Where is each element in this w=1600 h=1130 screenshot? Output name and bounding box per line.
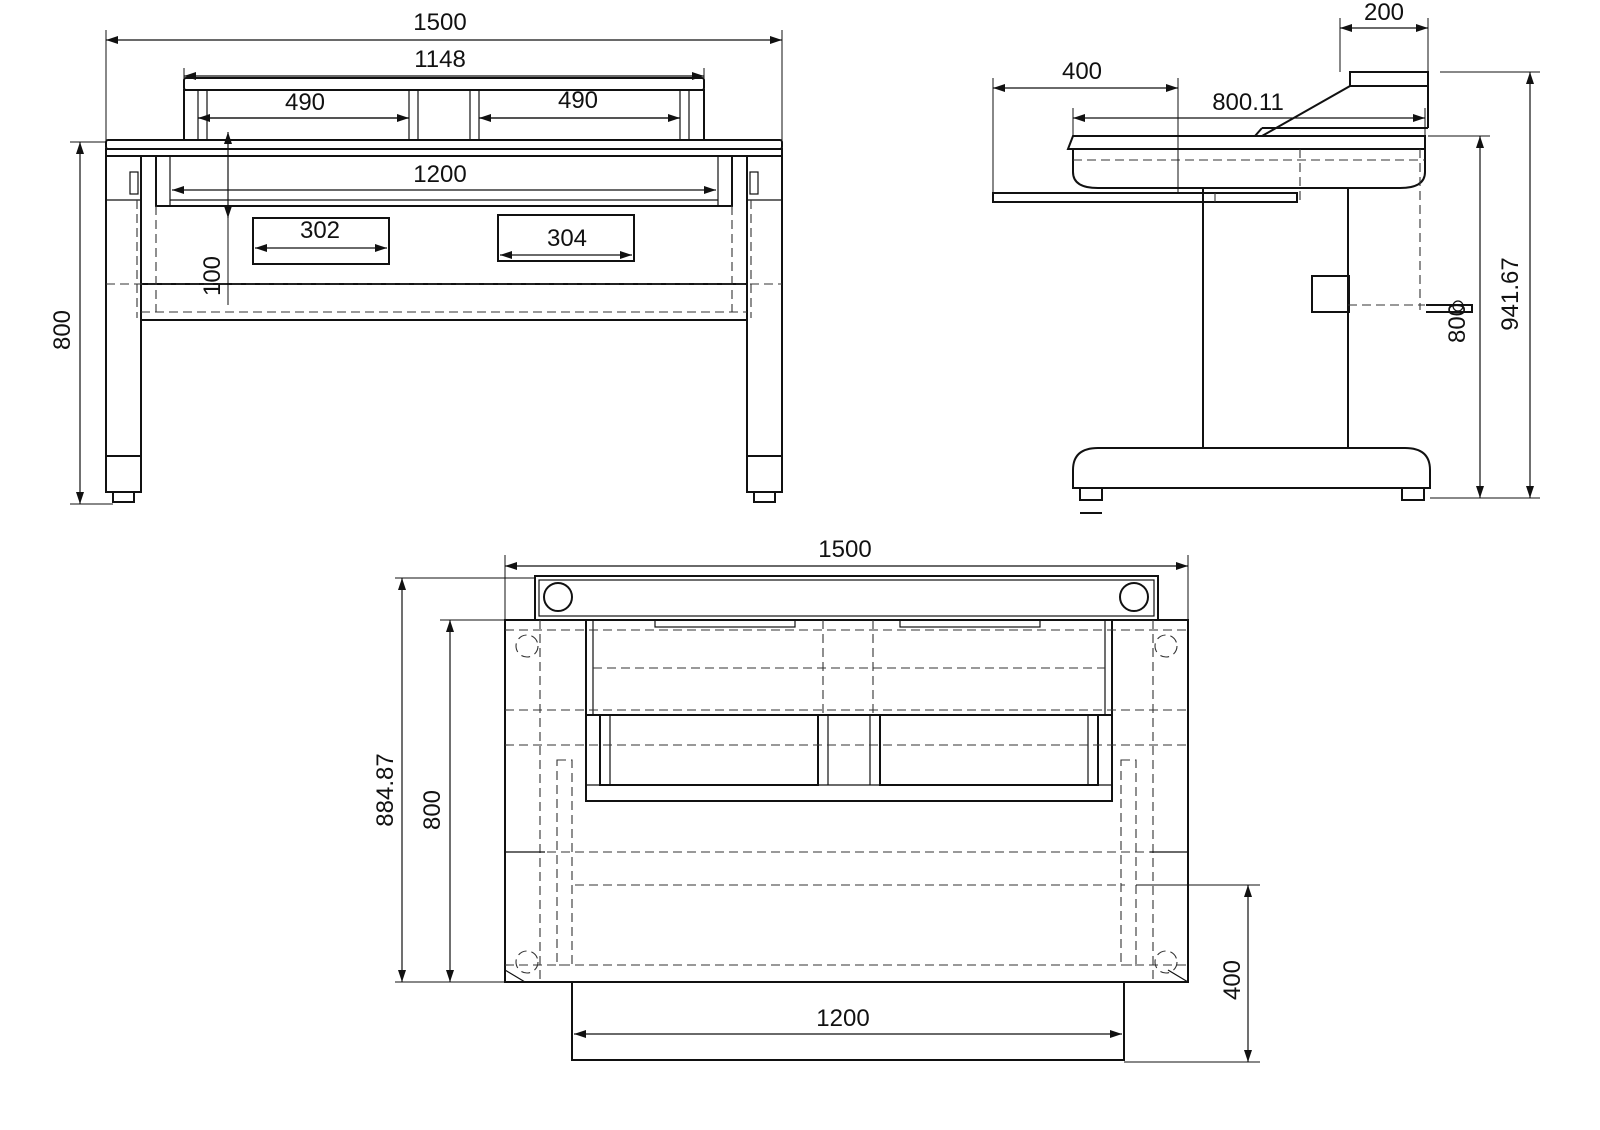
top-view: 1500 1200 884.87 800 400 <box>372 536 1260 1063</box>
front-desktop <box>105 139 783 150</box>
front-keyboard-tray <box>155 155 733 207</box>
front-dim-overall-width: 1500 <box>413 9 466 36</box>
top-dim-total-depth: 884.87 <box>372 753 399 826</box>
side-dim-top-depth: 800.11 <box>1212 89 1284 116</box>
front-dim-drawer-left: 302 <box>300 217 340 244</box>
side-dim-shelf-depth: 200 <box>1364 0 1404 26</box>
top-dim-top-depth: 800 <box>419 790 446 830</box>
side-dim-total-height: 941.67 <box>1497 257 1524 330</box>
side-desktop <box>1066 135 1426 150</box>
side-tray <box>992 192 1298 203</box>
side-dim-tray-depth: 400 <box>1062 58 1102 85</box>
side-view: 200 400 800.11 800 941.67 <box>992 0 1540 514</box>
front-dim-shelf-right: 490 <box>558 87 598 114</box>
front-dim-inner-width: 1200 <box>413 161 466 188</box>
front-dim-shelf-width: 1148 <box>414 46 466 73</box>
side-dim-desk-height: 800 <box>1444 303 1471 343</box>
front-dim-height: 800 <box>49 310 76 350</box>
front-leg-left <box>105 155 142 457</box>
top-cable-hole-left <box>543 582 573 612</box>
top-rear-shelf <box>534 575 1159 621</box>
front-shelf-top <box>183 77 705 91</box>
side-base <box>1072 447 1431 489</box>
front-leg-right <box>746 155 783 457</box>
top-keyboard-tray <box>571 981 1125 1061</box>
front-drawer-right <box>497 214 635 262</box>
top-dim-overall-width: 1500 <box>818 536 871 563</box>
front-shelf-body <box>183 89 705 141</box>
front-dim-drawer-right: 304 <box>547 225 587 252</box>
front-dim-drawer-depth: 100 <box>199 256 226 296</box>
front-drawer-left <box>252 217 390 265</box>
front-view: 1500 1148 490 490 1200 302 304 100 800 <box>49 9 783 505</box>
top-dim-tray-depth: 400 <box>1219 960 1246 1000</box>
top-dim-tray-width: 1200 <box>816 1005 869 1032</box>
top-drawer-block <box>585 714 1113 802</box>
side-shelf <box>1261 71 1429 137</box>
front-dim-shelf-left: 490 <box>285 89 325 116</box>
top-cable-hole-right <box>1119 582 1149 612</box>
